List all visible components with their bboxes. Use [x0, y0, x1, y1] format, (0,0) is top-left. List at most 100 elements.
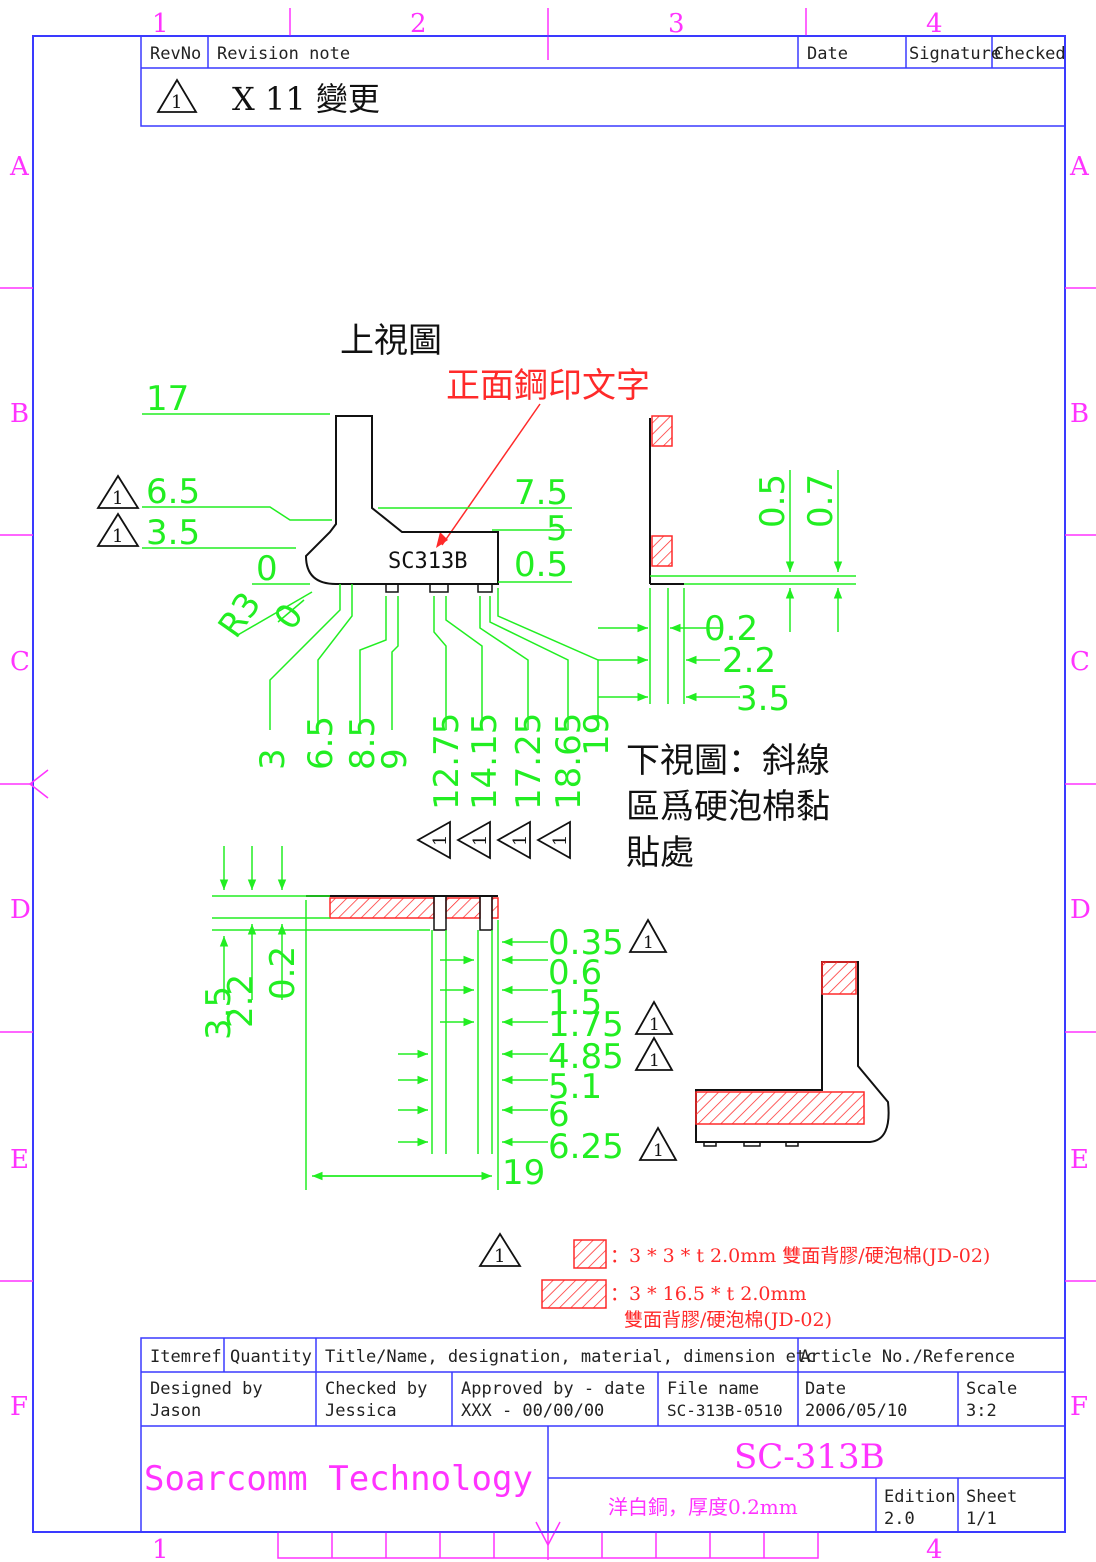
dim-0-diag: 0	[267, 596, 312, 637]
dim-side-0-7: 0.7	[801, 474, 841, 528]
dim-bottom-14-15: 14.15	[465, 713, 505, 810]
dim-bottom-9: 9	[375, 748, 415, 770]
dim-b-0-2: 0.2	[263, 946, 303, 1000]
tb-scale-label: Scale	[966, 1379, 1017, 1399]
tb-checked-value: Jessica	[325, 1401, 397, 1421]
dim-bottom-3: 3	[253, 748, 293, 770]
rev-triangle-icons-top	[96, 474, 571, 860]
tb-header-article: Article No./Reference	[800, 1347, 1015, 1367]
legend-text-2b: 雙面背膠/硬泡棉(JD-02)	[624, 1309, 832, 1331]
dim-b-2-2: 2.2	[221, 974, 261, 1028]
row-label-a-right: A	[1069, 152, 1090, 182]
rev-header-revno: RevNo	[150, 44, 201, 64]
dim-bottom-19: 19	[577, 713, 617, 756]
legend-swatch-large	[541, 1279, 607, 1309]
dim-bottom-8-5: 8.5	[343, 716, 383, 770]
row-label-c-right: C	[1070, 647, 1090, 677]
dim-side-2-2: 2.2	[722, 641, 776, 681]
tb-header-qty: Quantity	[230, 1347, 312, 1367]
side-foam-top	[651, 415, 673, 447]
tb-approved-label: Approved by - date	[461, 1379, 645, 1399]
rev-triangle-icons-bottom	[628, 918, 678, 1161]
row-label-e-right: E	[1070, 1145, 1089, 1175]
tb-header-item: Itemref	[150, 1347, 222, 1367]
rev-entry-note: X 11 變更	[232, 80, 380, 118]
row-label-d-left: D	[10, 895, 31, 925]
svg-text:1: 1	[171, 92, 182, 113]
tb-file-value: SC-313B-0510	[667, 1401, 783, 1420]
col-label-1: 1	[152, 9, 169, 39]
part-marking: SC313B	[388, 549, 467, 574]
rev-mark-625: 1	[653, 1141, 664, 1161]
dim-0-5: 0.5	[514, 545, 568, 585]
legend-text-1: ：3 * 3 * t 2.0mm 雙面背膠/硬泡棉(JD-02)	[610, 1245, 990, 1267]
dim-b-1-5: 1.5	[548, 983, 602, 1023]
dim-b-5-1: 5.1	[548, 1067, 602, 1107]
dim-6-5: 6.5	[146, 472, 200, 512]
dim-bottom-18-65: 18.65	[549, 713, 589, 810]
top-view: 上視圖 正面鋼印文字 SC313B	[142, 321, 650, 730]
legend-rev-mark: 1	[494, 1246, 505, 1267]
dim-b-19: 19	[502, 1153, 545, 1193]
bottom-view	[212, 846, 548, 1190]
dim-17: 17	[146, 379, 189, 419]
col-label-2: 2	[410, 9, 427, 39]
zone-labels: 1 2 3 4 1 4 A B C D E F A B C D E F	[9, 9, 1091, 1562]
bottom-dimensions: 3.5 2.2 0.2 0.35 0.6 1.5 1.75 4.85 5.1 6…	[199, 923, 624, 1193]
rev-mark-1415: 1	[470, 835, 491, 846]
tb-material: 洋白銅，厚度0.2mm	[608, 1495, 798, 1519]
rev-header-signature: Signature	[909, 44, 1001, 64]
dim-side-3-5: 3.5	[736, 679, 790, 719]
tb-header-title: Title/Name, designation, material, dimen…	[325, 1347, 816, 1367]
row-label-d-right: D	[1070, 895, 1091, 925]
dim-5: 5	[546, 509, 568, 549]
dim-7-5: 7.5	[514, 473, 568, 513]
col-label-4: 4	[926, 9, 943, 39]
title-block: Itemref Quantity Title/Name, designation…	[140, 1337, 1066, 1533]
rev-mark-1275: 1	[430, 835, 451, 846]
svg-text:區爲硬泡棉黏: 區爲硬泡棉黏	[626, 787, 830, 827]
legend-swatch-small	[573, 1239, 607, 1269]
dim-r3: R3	[211, 585, 270, 645]
dim-b-4-85: 4.85	[548, 1037, 624, 1077]
dim-b-3-5: 3.5	[199, 986, 239, 1040]
row-label-f-left: F	[10, 1392, 28, 1422]
row-label-b-right: B	[1070, 399, 1089, 429]
tb-edition-label: Edition	[884, 1487, 956, 1507]
rev-mark-175: 1	[649, 1015, 660, 1035]
col-label-3: 3	[668, 9, 685, 39]
tb-date-label: Date	[805, 1379, 846, 1399]
svg-text:貼處: 貼處	[626, 833, 694, 873]
row-label-b-left: B	[10, 399, 29, 429]
tb-sheet-value: 1/1	[966, 1509, 997, 1529]
tb-checked-label: Checked by	[325, 1379, 427, 1399]
tb-date-value: 2006/05/10	[805, 1401, 907, 1421]
rev-mark-1865: 1	[550, 835, 571, 846]
tb-company: Soarcomm Technology	[144, 1459, 533, 1499]
top-dimensions: 17 6.5 3.5 0 R3 0 7.5 5 0.5 3 6.5 8.5 9 …	[146, 379, 841, 810]
tb-approved-value: XXX - 00/00/00	[461, 1401, 604, 1421]
rev-mark-65: 1	[112, 488, 123, 509]
dim-bottom-6-5: 6.5	[301, 716, 341, 770]
revision-block: RevNo Revision note Date Signature Check…	[140, 35, 1066, 127]
dim-b-1-75: 1.75	[548, 1005, 624, 1045]
rev-header-date: Date	[807, 44, 848, 64]
legend-text-2: ：3 * 16.5 * t 2.0mm	[610, 1283, 806, 1305]
dim-3-5: 3.5	[146, 513, 200, 553]
top-view-title: 上視圖	[340, 321, 442, 361]
dim-b-6: 6	[548, 1095, 570, 1135]
dim-bottom-12-75: 12.75	[427, 713, 467, 810]
side-view	[598, 415, 856, 704]
dim-side-0-2: 0.2	[704, 609, 758, 649]
svg-text:下視圖：斜線: 下視圖：斜線	[626, 741, 830, 781]
rev-triangle-icon: 1	[156, 78, 198, 113]
col-label-bottom-4: 4	[926, 1535, 943, 1562]
tb-designed-value: Jason	[150, 1401, 201, 1421]
dim-side-0-5: 0.5	[753, 474, 793, 528]
row-label-e-left: E	[10, 1145, 29, 1175]
side-foam-bottom	[651, 535, 673, 567]
row-label-f-right: F	[1070, 1392, 1088, 1422]
legend: 1 ：3 * 3 * t 2.0mm 雙面背膠/硬泡棉(JD-02) ：3 * …	[478, 1232, 990, 1331]
bottom-view-title: 下視圖：斜線 區爲硬泡棉黏 貼處	[626, 741, 830, 873]
